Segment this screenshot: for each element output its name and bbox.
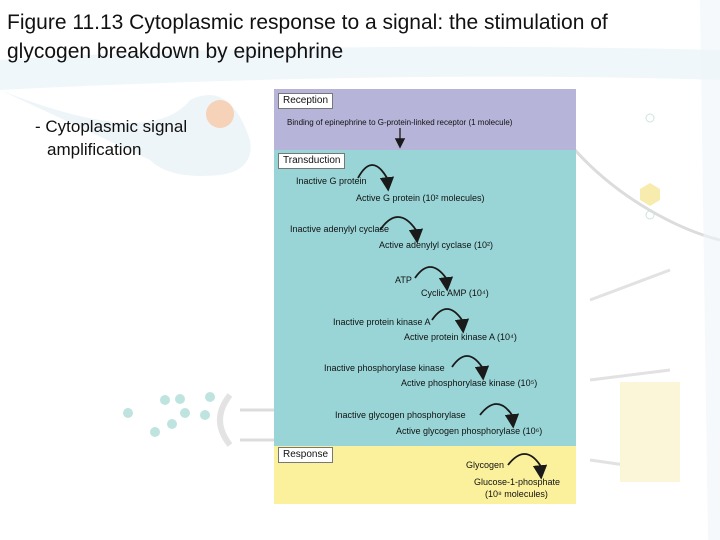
bullet-text: - Cytoplasmic signal amplification bbox=[35, 115, 187, 161]
step-inactive-g-protein: Inactive G protein bbox=[296, 176, 367, 186]
response-glucose-1-phosphate: Glucose-1-phosphate bbox=[474, 477, 561, 487]
step-inactive-glycogen-phosphorylase: Inactive glycogen phosphorylase bbox=[335, 410, 466, 420]
step-atp: ATP bbox=[395, 275, 412, 285]
reception-label: Reception bbox=[278, 93, 334, 109]
transduction-panel bbox=[274, 150, 576, 446]
response-molecule-count: (10⁸ molecules) bbox=[485, 489, 548, 499]
step-inactive-phosphorylase-kinase: Inactive phosphorylase kinase bbox=[324, 363, 445, 373]
step-active-protein-kinase-a: Active protein kinase A (10⁴) bbox=[404, 332, 517, 342]
step-inactive-adenylyl-cyclase: Inactive adenylyl cyclase bbox=[290, 224, 390, 234]
step-inactive-protein-kinase-a: Inactive protein kinase A bbox=[333, 317, 431, 327]
step-cyclic-amp: Cyclic AMP (10⁴) bbox=[421, 288, 489, 298]
step-active-adenylyl-cyclase: Active adenylyl cyclase (10²) bbox=[379, 240, 494, 250]
bullet-line-1: - Cytoplasmic signal bbox=[35, 117, 188, 136]
response-label: Response bbox=[278, 447, 334, 463]
slide-title-line-1: Figure 11.13 Cytoplasmic response to a s… bbox=[7, 11, 608, 34]
reception-text: Binding of epinephrine to G-protein-link… bbox=[287, 118, 513, 127]
bullet-line-2: amplification bbox=[47, 140, 142, 159]
slide-title-line-2: glycogen breakdown by epinephrine bbox=[7, 40, 344, 63]
response-glycogen: Glycogen bbox=[466, 460, 505, 470]
step-active-phosphorylase-kinase: Active phosphorylase kinase (10⁵) bbox=[401, 378, 538, 388]
transduction-label: Transduction bbox=[278, 153, 346, 169]
step-active-g-protein: Active G protein (10² molecules) bbox=[356, 193, 485, 203]
step-active-glycogen-phosphorylase: Active glycogen phosphorylase (10⁶) bbox=[396, 426, 543, 436]
slide-title: Figure 11.13 Cytoplasmic response to a s… bbox=[7, 8, 713, 66]
